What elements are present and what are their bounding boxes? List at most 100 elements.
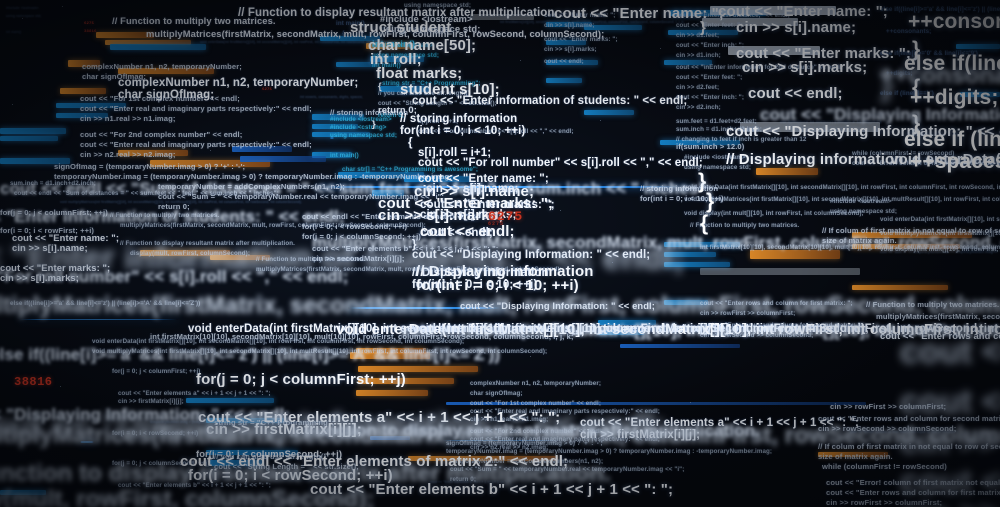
code-fragment: using namespace std;: [404, 2, 471, 9]
code-fragment: else if((line[i]>='a' && line[i]<='z') |…: [10, 300, 201, 307]
code-fragment: float marks;: [376, 65, 463, 82]
highlight-bar-amber: [210, 255, 270, 260]
code-fragment: for(j = 0; j < columnSecond; ++j): [196, 448, 343, 459]
code-fragment: complexNumber n1, n2, temporaryNumber;: [82, 62, 242, 71]
code-fragment: cout << "Enter rows and column for first…: [700, 300, 853, 307]
highlight-bar-blue: [232, 146, 292, 152]
code-fragment: // you can also use str.length(): [214, 452, 327, 461]
code-fragment: char signOfImag;: [470, 390, 523, 397]
code-fragment: while (columnFirst != rowSecond): [822, 462, 947, 471]
red-counter-top-shadow: 6275: [488, 221, 505, 227]
highlight-bar-amber: [366, 43, 414, 49]
highlight-bar-amber: [96, 32, 154, 38]
highlight-bar-amber: [818, 452, 888, 457]
highlight-bar-cyan: [0, 136, 58, 141]
code-fragment: cout << "Enter information of students: …: [0, 239, 685, 277]
code-fragment: cin >> s[i].marks;: [742, 59, 868, 76]
dust-speck: [600, 120, 601, 121]
code-fragment: cin >> d2.feet;: [676, 84, 720, 91]
code-fragment: for(i = 0; i < rowFirst; ++i): [0, 226, 95, 235]
code-fragment: // Function to display resultant matrix …: [290, 421, 760, 440]
highlight-bar-cyan: [206, 450, 298, 455]
highlight-bar-cyan: [960, 92, 1000, 97]
code-fragment: for(j = 0; j < columnSecond; ++j): [112, 460, 210, 467]
highlight-bar-white: [702, 18, 798, 26]
highlight-bar-cyan: [206, 418, 284, 423]
code-fragment: // storing information: [400, 113, 518, 125]
highlight-bar-cyan: [110, 44, 206, 50]
code-fragment: else if (line[i]==' '): [904, 128, 1000, 151]
code-fragment: temporaryNumber = addComplexNumbers(n1, …: [158, 182, 345, 191]
highlight-bar-amber: [68, 60, 100, 67]
code-fragment: cout << endl << "Enter elements of matri…: [302, 212, 502, 221]
highlight-bar-cyan: [312, 152, 352, 158]
code-fragment: // Function to multiply two matrices.: [690, 222, 800, 229]
highlight-bar-amber: [356, 348, 426, 354]
highlight-bar-amber: [358, 366, 478, 372]
code-fragment: for(j = 0; j < columnSecond; ++j): [302, 232, 421, 241]
code-fragment: cout << "Enter 1st distance," << endl;: [676, 12, 790, 19]
code-fragment: cout << "Enter marks: ";: [900, 333, 1000, 371]
code-fragment: }: [412, 239, 417, 251]
code-fragment: for(j = 0; j < columnFirst; ++j): [112, 368, 201, 375]
code-fragment: cout << endl;: [544, 58, 584, 65]
scanline: [330, 137, 334, 139]
code-fragment: temporaryNumber.imag = (temporaryNumber.…: [446, 448, 773, 455]
code-fragment: cout << "Sum = " << temporaryNumber.real…: [880, 250, 1000, 254]
code-fragment: struct student: [350, 19, 452, 36]
code-fragment: void enterData(int firstMatrix[][10], in…: [188, 323, 869, 335]
code-fragment: student s[10];: [400, 81, 500, 98]
code-fragment: cout << "Enter rows and column for secon…: [700, 322, 863, 329]
code-fragment: void display(int mult[][10], int rowFirs…: [684, 210, 864, 217]
code-fragment: cin >> rowFirst >> columnFirst;: [830, 402, 947, 411]
code-fragment: for(j = 0; j < columnFirst; ++j): [196, 371, 406, 388]
code-fragment: cout << "Enter inch: ";: [900, 463, 1000, 501]
highlight-bar-cyan: [546, 40, 586, 45]
code-fragment: cout << "Enter elements b" << i + 1 << j…: [312, 244, 499, 253]
highlight-bar-blue: [240, 156, 326, 162]
code-fragment: cout << "Enter elements b" << i + 1 << j…: [310, 481, 674, 498]
highlight-bar-amber: [356, 390, 428, 396]
code-fragment: cin >> rowSecond >> columnSecond;: [700, 332, 814, 339]
code-fragment: for(i = 0; i < rowSecond; ++i): [302, 222, 408, 231]
code-fragment: multiplyMatrices(firstMatrix, secondMatr…: [876, 312, 1000, 321]
highlight-bar-cyan: [664, 242, 740, 247]
code-fragment: multiplyMatrices(firstMatrix, secondMatr…: [0, 422, 1000, 449]
code-fragment: cout << "For 2nd complex number" << endl…: [470, 428, 604, 435]
code-fragment: cin >> s[i].name;: [426, 183, 519, 195]
code-fragment: cout << "Enter real and imaginary parts …: [470, 408, 660, 415]
code-fragment: cout << endl;: [748, 85, 843, 102]
code-fragment: cout << "Displaying Information: " << en…: [0, 405, 291, 424]
code-fragment: s[i].roll = i+1;: [418, 118, 459, 125]
code-fragment: multiplyMatrices(firstMatrix, secondMatr…: [120, 222, 426, 229]
code-fragment: {: [342, 30, 345, 37]
code-fragment: multiplyMatrices(firstMatrix, secondMatr…: [256, 266, 562, 273]
code-fragment: cout << "Displaying Information: " << en…: [726, 123, 1000, 140]
code-fragment: cout << "Sum = " << temporaryNumber.real…: [158, 192, 445, 201]
code-fragment: {: [408, 137, 413, 149]
code-fragment: void enterData(int firstMatrix[][10], in…: [890, 151, 1000, 168]
highlight-bar-cyan: [664, 300, 708, 305]
highlight-bar-amber: [750, 250, 840, 259]
highlight-bar-cyan: [380, 86, 430, 92]
code-fragment: return 0;: [450, 476, 476, 483]
code-fragment: int firstMatrix[10][10], secondMatrix[10…: [150, 332, 574, 341]
code-fragment: cin >> rowSecond >> columnSecond;: [818, 424, 957, 433]
highlight-bar-amber: [358, 378, 454, 384]
code-fragment: char str[] = "C++ Programming is awesome…: [342, 166, 479, 173]
code-fragment: cout << "Error! column of first matrix n…: [852, 160, 1000, 167]
code-fragment: cout << "For roll number" << s[i].roll <…: [0, 267, 349, 286]
highlight-bar-cyan: [312, 114, 364, 120]
code-fragment: void multiplyMatrices(int firstMatrix[][…: [684, 196, 1000, 203]
code-fragment: complexNumber n1, n2, temporaryNumber;: [470, 380, 602, 387]
scanline: [80, 441, 94, 443]
code-fragment: cout << "Enter elements b" << i + 1 << j…: [118, 482, 271, 489]
code-fragment: cout << endl << "Sum of distances = " <<…: [0, 179, 713, 198]
